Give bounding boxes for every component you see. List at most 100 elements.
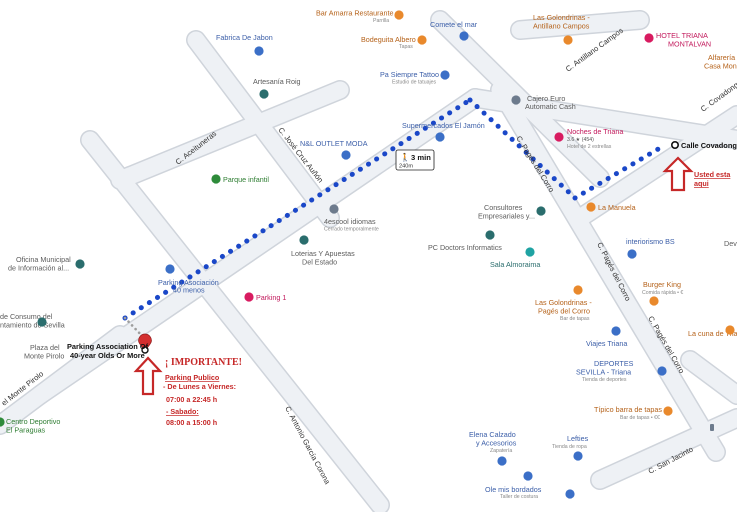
atm-icon bbox=[511, 95, 521, 105]
route-time-badge[interactable]: 🚶 3 min 240m bbox=[395, 149, 435, 171]
poi-label: Pa Siempre Tattoo bbox=[380, 70, 439, 79]
poi-golondrinas-antillano[interactable]: Las Golondrinas - Antillano Campos bbox=[533, 13, 590, 45]
place-icon bbox=[299, 235, 309, 245]
poi-nl-outlet[interactable]: N&L OUTLET MODA bbox=[300, 139, 368, 160]
poi-label: Loterias Y Apuestas bbox=[291, 249, 355, 258]
poi-la-manuela[interactable]: La Manuela bbox=[586, 202, 636, 212]
poi-centro-deportivo[interactable]: Centro Deportivo El Paraguas bbox=[0, 417, 60, 435]
poi-interiorismo[interactable]: interiorismo BS bbox=[626, 237, 675, 259]
poi-burger-king[interactable]: Burger King Comida rápida • € bbox=[642, 280, 683, 306]
poi-label: Cajero Euro bbox=[527, 94, 565, 103]
poi-label: Deve bbox=[724, 239, 737, 248]
poi-parking-1[interactable]: Parking 1 bbox=[244, 292, 286, 302]
poi-label: Del Estado bbox=[302, 258, 337, 267]
shop-icon bbox=[523, 471, 533, 481]
restaurant-icon bbox=[649, 296, 659, 306]
poi-label: PC Doctors Informatics bbox=[428, 243, 502, 252]
parking-icon bbox=[244, 292, 254, 302]
poi-sub: Taller de costura bbox=[500, 494, 538, 500]
origin-label: Calle Covadonga, bbox=[681, 141, 737, 150]
poi-label: Plaza del bbox=[30, 343, 60, 352]
poi-deve[interactable]: Deve bbox=[724, 239, 737, 248]
route-distance: 240m bbox=[399, 164, 413, 170]
parking-notice: ¡ IMPORTANTE! Parking Publico - De Lunes… bbox=[163, 357, 242, 427]
poi-label: Típico barra de tapas bbox=[594, 405, 662, 414]
poi-comete[interactable]: Comete el mar bbox=[430, 20, 478, 41]
shop-icon bbox=[627, 249, 637, 259]
school-icon bbox=[329, 204, 339, 214]
poi-label: interiorismo BS bbox=[626, 237, 675, 246]
poi-lefties[interactable]: Lefties Tienda de ropa bbox=[552, 434, 589, 461]
restaurant-icon bbox=[663, 406, 673, 416]
park-icon bbox=[211, 174, 221, 184]
poi-label: y Accesorios bbox=[476, 439, 517, 448]
poi-ole-mis-bordados[interactable]: Ole mis bordados Taller de costura bbox=[485, 471, 575, 500]
poi-sub: Estudio de tatuajes bbox=[392, 80, 437, 86]
notice-saturday-hours: 08:00 a 15:00 h bbox=[166, 418, 217, 427]
poi-sub: Zapatería bbox=[490, 448, 512, 454]
poi-parque-infantil[interactable]: Parque infantil bbox=[211, 174, 269, 184]
poi-pa-siempre[interactable]: Pa Siempre Tattoo Estudio de tatuajes bbox=[380, 70, 450, 86]
poi-label: MONTALVAN bbox=[668, 40, 711, 49]
poi-consultores[interactable]: Consultores Empresariales y... bbox=[478, 203, 546, 221]
poi-label: La cuna de Triana bbox=[688, 329, 737, 338]
shop-icon bbox=[341, 150, 351, 160]
poi-4escool[interactable]: 4escool idiomas Cerrado temporalmente bbox=[324, 204, 379, 233]
poi-label: Consultores bbox=[484, 203, 523, 212]
origin-dot-icon bbox=[670, 141, 679, 150]
poi-parking-asociacion[interactable]: Parking Asociación 40 menos bbox=[158, 264, 219, 295]
route-time: 3 min bbox=[411, 153, 431, 162]
poi-label: Pagés del Corro bbox=[538, 307, 590, 316]
poi-plaza-monte-pirolo[interactable]: Plaza del Monte Pirolo bbox=[24, 343, 64, 361]
origin-marker[interactable]: Calle Covadonga, bbox=[670, 141, 737, 150]
poi-label: de Información al... bbox=[8, 264, 69, 273]
shop-icon bbox=[459, 31, 469, 41]
restaurant-icon bbox=[394, 10, 404, 20]
poi-label: Comete el mar bbox=[430, 20, 478, 29]
poi-pc-doctors[interactable]: PC Doctors Informatics bbox=[428, 230, 502, 252]
destination-marker[interactable]: Parking Association Of 40-year Olds Or M… bbox=[67, 333, 152, 360]
poi-fabrica[interactable]: Fabrica De Jabon bbox=[216, 33, 273, 56]
poi-loterias[interactable]: Loterias Y Apuestas Del Estado bbox=[291, 235, 355, 267]
poi-label: Alfarería bbox=[708, 53, 735, 62]
poi-label: Elena Calzado bbox=[469, 430, 516, 439]
poi-golondrinas-pages[interactable]: Las Golondrinas - Pagés del Corro Bar de… bbox=[535, 285, 592, 322]
poi-label: Las Golondrinas - bbox=[533, 13, 590, 22]
poi-sub: Bar de tapas • €€ bbox=[620, 415, 660, 421]
poi-sala-almoraima[interactable]: Sala Almoraima bbox=[490, 247, 540, 269]
place-icon bbox=[259, 89, 269, 99]
poi-oficina-municipal[interactable]: Oficina Municipal de Información al... bbox=[8, 255, 85, 273]
notice-subtitle: Parking Publico bbox=[165, 373, 220, 382]
poi-hotel-triana[interactable]: HOTEL TRIANA MONTALVAN bbox=[644, 31, 711, 49]
poi-sub: Tapas bbox=[399, 44, 413, 50]
poi-deportes-sevilla[interactable]: DEPORTES SEVILLA - Triana Tienda de depo… bbox=[576, 359, 667, 383]
poi-cajero[interactable]: Cajero Euro Automatic Cash bbox=[511, 94, 576, 111]
poi-label: Casa Mon bbox=[704, 62, 737, 71]
poi-label: Noches de Triana bbox=[567, 127, 623, 136]
poi-sub: Tienda de deportes bbox=[582, 377, 627, 383]
poi-label: ntamiento de Sevilla bbox=[0, 321, 65, 330]
poi-viajes-triana[interactable]: Viajes Triana bbox=[586, 326, 627, 348]
poi-alfareria[interactable]: Alfarería Casa Mon bbox=[704, 53, 737, 71]
poi-supermercados[interactable]: Supermercados El Jamón bbox=[402, 121, 485, 142]
poi-noches-de-triana[interactable]: Noches de Triana 3.6 ★ (454) Hotel de 2 … bbox=[554, 127, 623, 150]
poi-bodeguita[interactable]: Bodeguita Albero Tapas bbox=[361, 35, 427, 50]
poi-tipico[interactable]: Típico barra de tapas Bar de tapas • €€ bbox=[594, 405, 673, 421]
poi-label: Empresariales y... bbox=[478, 212, 535, 221]
poi-elena-calzado[interactable]: Elena Calzado y Accesorios Zapatería bbox=[469, 430, 517, 466]
poi-cuna-triana[interactable]: La cuna de Triana bbox=[688, 325, 737, 338]
poi-artesania[interactable]: Artesanía Roig bbox=[253, 77, 301, 99]
poi-label: Viajes Triana bbox=[586, 339, 627, 348]
poi-label: Parking Asociación bbox=[158, 278, 219, 287]
poi-consumo[interactable]: de Consumo del ntamiento de Sevilla bbox=[0, 312, 65, 330]
sports-icon bbox=[0, 417, 5, 427]
destination-arrow-icon bbox=[133, 356, 163, 396]
poi-label: Centro Deportivo bbox=[6, 417, 60, 426]
poi-label: 4escool idiomas bbox=[324, 217, 376, 226]
poi-bar-amarra[interactable]: Bar Amarra Restaurante Parrilla bbox=[316, 9, 404, 25]
restaurant-icon bbox=[563, 35, 573, 45]
place-icon bbox=[37, 317, 47, 327]
shop-icon bbox=[565, 489, 575, 499]
